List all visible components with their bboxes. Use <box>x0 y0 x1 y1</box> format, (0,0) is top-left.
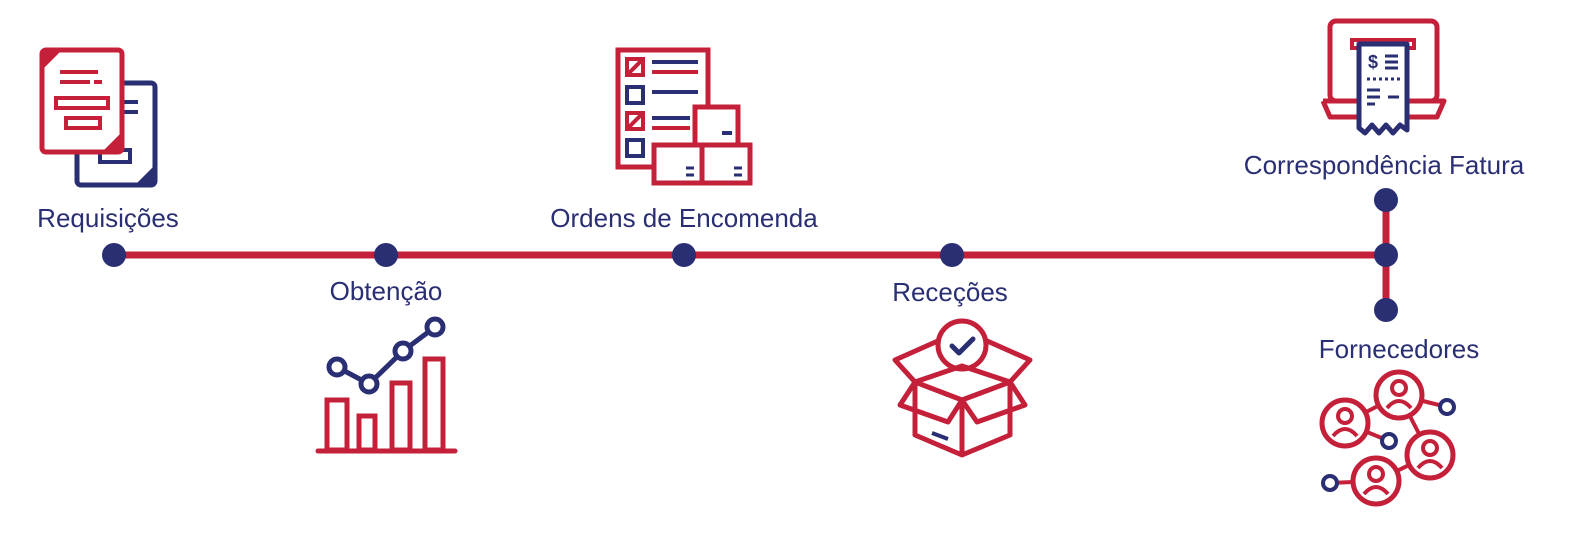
label-fornecedores: Fornecedores <box>1318 334 1480 364</box>
label-obtencao: Obtenção <box>329 276 443 306</box>
timeline-node-ordens <box>672 243 696 267</box>
checklist-boxes-icon <box>615 47 753 186</box>
growth-chart-icon <box>315 316 458 454</box>
label-requisicoes: Requisições <box>37 203 179 233</box>
svg-text:$: $ <box>1368 52 1378 72</box>
timeline-node-fatura <box>1374 188 1398 212</box>
timeline-node-requisicoes <box>102 243 126 267</box>
documents-icon <box>39 47 158 188</box>
timeline-node-fornecedores <box>1374 298 1398 322</box>
timeline-node-rececoes <box>940 243 964 267</box>
laptop-receipt-icon: $ <box>1320 18 1447 136</box>
label-rececoes: Receções <box>892 277 1008 307</box>
supplier-network-icon <box>1319 369 1456 507</box>
timeline-node-junction <box>1374 243 1398 267</box>
timeline-node-obtencao <box>374 243 398 267</box>
open-box-check-icon <box>892 318 1033 458</box>
label-ordens-de-encomenda: Ordens de Encomenda <box>550 203 818 233</box>
label-correspondencia-fatura: Correspondência Fatura <box>1243 150 1525 180</box>
